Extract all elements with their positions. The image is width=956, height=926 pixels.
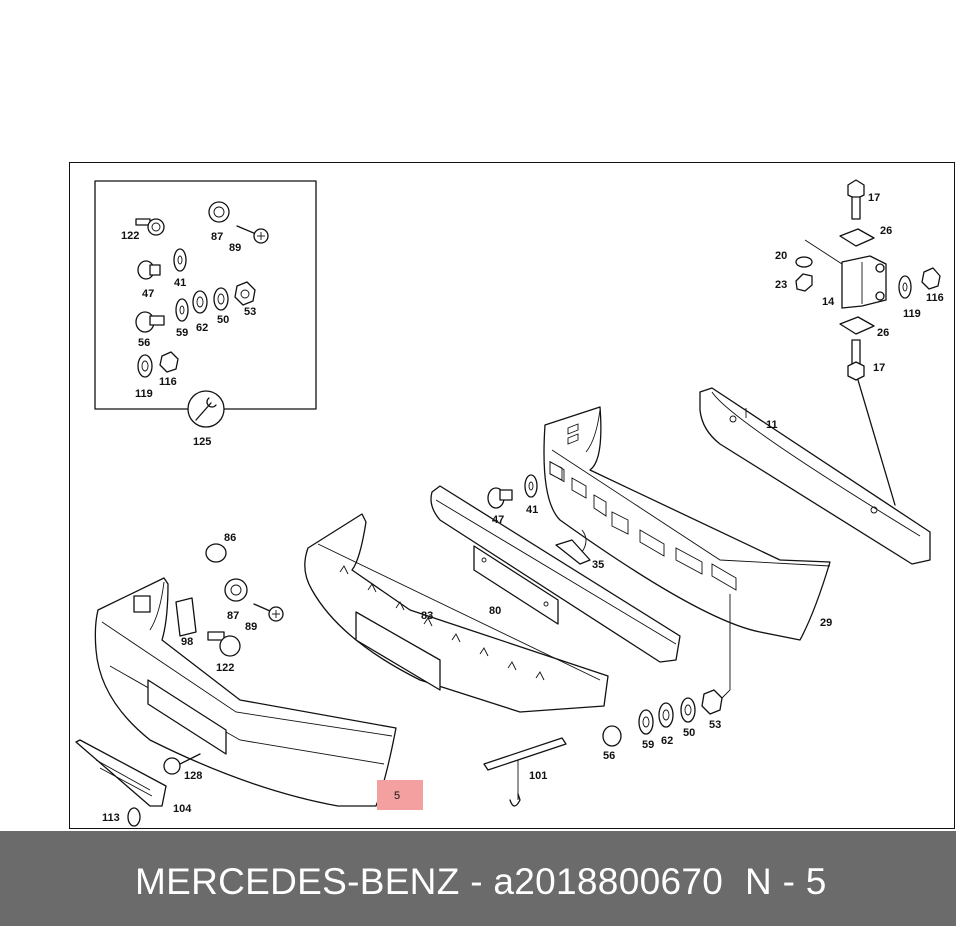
callout-label: 20 <box>775 250 787 262</box>
callout-label: 47 <box>492 514 504 526</box>
bumper-cover-29 <box>543 406 831 641</box>
washer-59b-icon <box>638 709 654 735</box>
screw-89-icon <box>236 225 269 244</box>
washer-119-icon <box>137 354 153 378</box>
clip-nut-87b-icon <box>224 578 248 602</box>
brand-name: MERCEDES-BENZ <box>135 861 460 902</box>
callout-label: 98 <box>181 636 193 648</box>
callout-label: 35 <box>592 559 604 571</box>
callout-label: 119 <box>903 308 921 320</box>
callout-label: 86 <box>224 532 236 544</box>
clip-nut-87-icon <box>208 201 230 223</box>
washer-50b-icon <box>680 697 696 723</box>
washer-62b-icon <box>658 702 674 728</box>
callout-label: 11 <box>766 419 778 431</box>
callout-label: 119 <box>135 388 153 400</box>
mounting-rail-83 <box>304 513 609 713</box>
callout-label: 104 <box>173 803 192 815</box>
highlight-callout-5[interactable] <box>377 780 423 810</box>
callout-label: 101 <box>529 770 547 782</box>
callout-label: 56 <box>138 337 150 349</box>
callout-label: 41 <box>174 277 186 289</box>
callout-label: 29 <box>820 617 832 629</box>
callout-label: 83 <box>421 610 433 622</box>
callout-label: 122 <box>216 662 234 674</box>
callout-label: 17 <box>873 362 885 374</box>
washer-59-icon <box>175 298 189 322</box>
callout-label: 59 <box>642 739 654 751</box>
washer-62-icon <box>192 290 208 314</box>
callout-label: 113 <box>102 812 120 824</box>
callout-label-highlighted[interactable]: 5 <box>394 790 400 802</box>
bolt-122-icon <box>135 218 165 236</box>
callout-label: 50 <box>217 314 229 326</box>
callout-label: 56 <box>603 750 615 762</box>
absorber-bar-11 <box>699 387 931 565</box>
callout-label: 116 <box>926 292 944 304</box>
callout-label: 23 <box>775 279 787 291</box>
callout-label: 128 <box>184 770 202 782</box>
bolt-56-icon <box>135 311 165 333</box>
bolt-122b-icon <box>219 635 241 657</box>
screw-128-icon <box>163 757 181 775</box>
bolt-56b-icon <box>602 725 622 747</box>
callout-label: 50 <box>683 727 695 739</box>
bushing-86-icon <box>205 543 227 563</box>
washer-41b-icon <box>524 474 538 498</box>
diagram-position: N - 5 <box>745 861 827 902</box>
plug-47-icon <box>137 260 161 280</box>
nut-53-icon <box>234 281 256 306</box>
clip-98-icon <box>175 597 197 637</box>
callout-label: 122 <box>121 230 139 242</box>
washer-50-icon <box>213 287 229 311</box>
callout-label: 41 <box>526 504 538 516</box>
front-bumper-5 <box>94 577 397 807</box>
callout-label: 62 <box>661 735 673 747</box>
callout-label: 116 <box>159 376 177 388</box>
footer-bar: MERCEDES-BENZ - a2018800670 N - 5 <box>0 831 956 926</box>
callout-label: 17 <box>868 192 880 204</box>
callout-label: 125 <box>193 436 211 448</box>
exploded-parts-diagram: 122 87 89 47 41 56 59 62 50 53 119 116 1… <box>75 179 944 827</box>
plug-47b-icon <box>487 487 513 509</box>
mount-bracket-assembly <box>795 179 941 506</box>
callout-label: 26 <box>877 327 889 339</box>
callout-label: 87 <box>227 610 239 622</box>
nut-116-icon <box>159 351 179 373</box>
clip-113-icon <box>127 807 141 827</box>
callout-label: 53 <box>244 306 256 318</box>
footer-separator: - <box>470 861 483 902</box>
bracket-35 <box>555 539 591 565</box>
wrench-125-icon <box>187 390 225 428</box>
nut-53b-icon <box>701 689 723 715</box>
part-number: a2018800670 <box>493 861 724 902</box>
callout-label: 89 <box>245 621 257 633</box>
callout-label: 62 <box>196 322 208 334</box>
callout-label: 53 <box>709 719 721 731</box>
callout-label: 59 <box>176 327 188 339</box>
grille-strip-104 <box>75 739 167 807</box>
callout-label: 47 <box>142 288 154 300</box>
callout-label: 87 <box>211 231 223 243</box>
trim-strip-101 <box>483 737 567 771</box>
callout-label: 89 <box>229 242 241 254</box>
callout-label: 26 <box>880 225 892 237</box>
reinforcement-bar-80 <box>430 485 681 663</box>
diagram-frame <box>69 162 955 829</box>
callout-label: 80 <box>489 605 501 617</box>
footer-part-label: MERCEDES-BENZ - a2018800670 <box>135 861 723 903</box>
callout-label: 14 <box>822 296 835 308</box>
washer-41-icon <box>173 248 187 272</box>
